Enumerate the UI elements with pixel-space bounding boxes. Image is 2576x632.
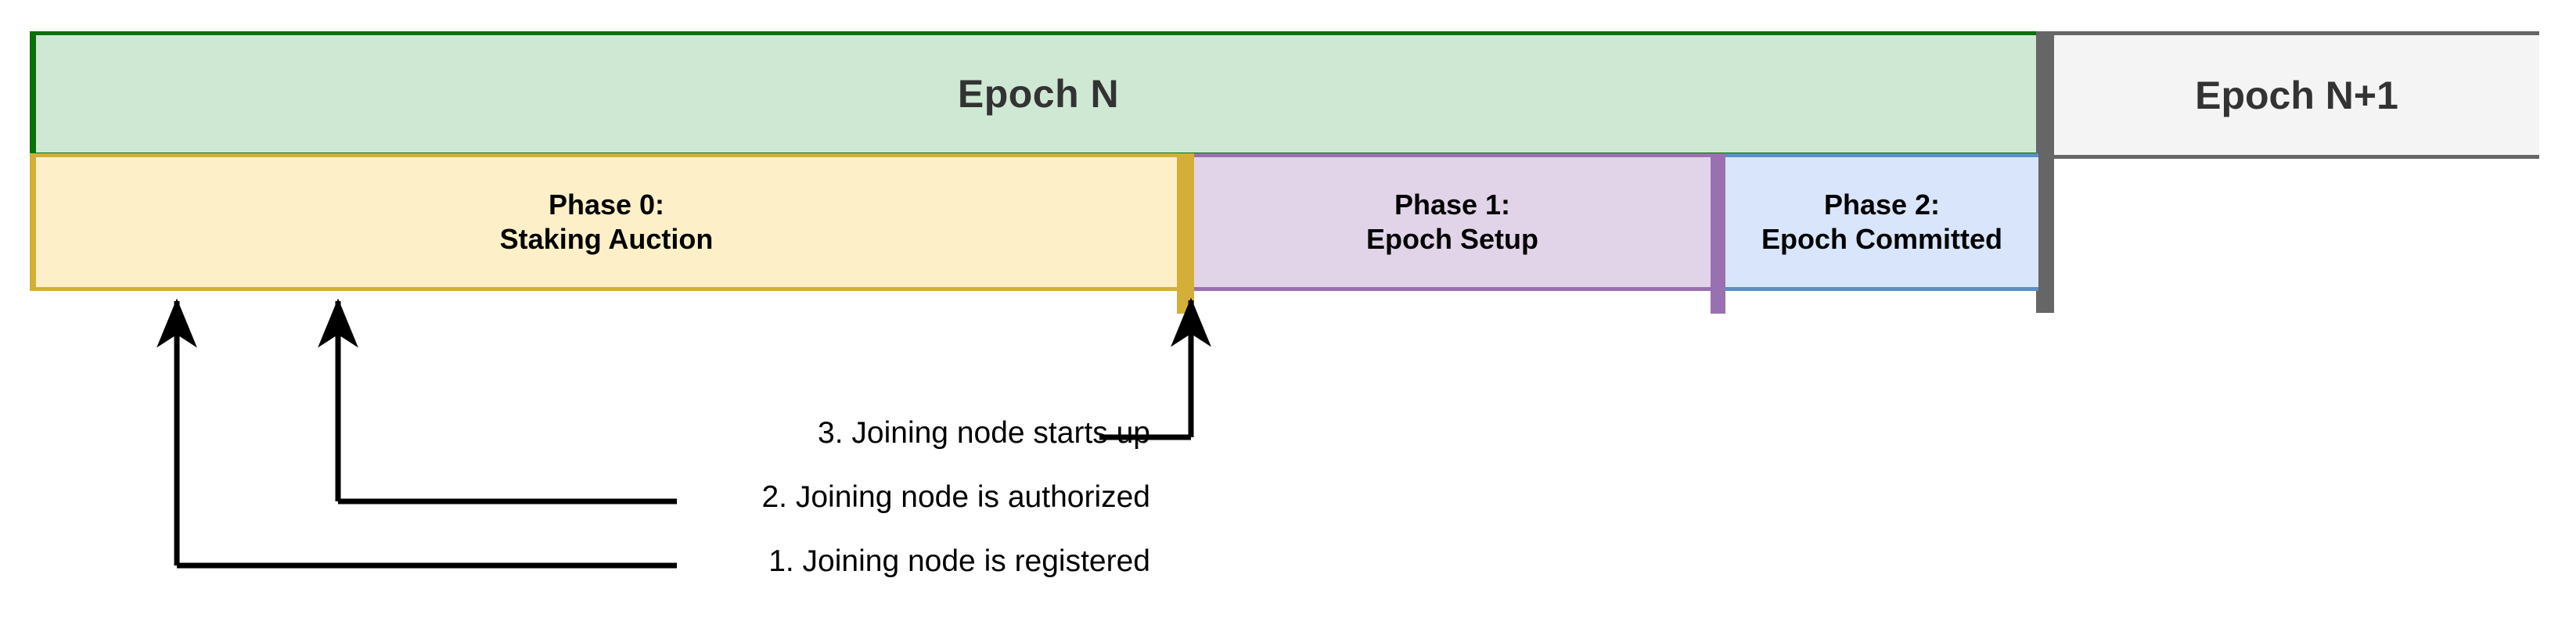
epoch-n-plus-1-label: Epoch N+1 <box>2195 73 2398 117</box>
phase-1-end-marker <box>1711 153 1725 314</box>
phase-2-subtitle: Epoch Committed <box>1761 223 2002 255</box>
phase-1-box: Phase 1: Epoch Setup <box>1194 153 1711 291</box>
epoch-n-label: Epoch N <box>957 72 1120 116</box>
annotation-3-label: 3. Joining node starts up <box>818 416 1150 450</box>
epoch-boundary-marker <box>2036 31 2054 313</box>
epoch-n-plus-1-box: Epoch N+1 <box>2054 31 2539 159</box>
phase-0-end-marker <box>1177 153 1194 314</box>
phase-0-box: Phase 0: Staking Auction <box>36 153 1177 291</box>
phase-1-subtitle: Epoch Setup <box>1365 223 1538 255</box>
annotation-2-label: 2. Joining node is authorized <box>761 480 1150 514</box>
phase-2-box: Phase 2: Epoch Committed <box>1725 153 2038 291</box>
phase-0-subtitle: Staking Auction <box>499 223 714 255</box>
phase-2-title: Phase 2: <box>1823 189 1941 221</box>
phase-0-title: Phase 0: <box>548 189 665 221</box>
phase-1-title: Phase 1: <box>1394 189 1511 221</box>
connector-annotation-2 <box>318 298 677 505</box>
epoch-n-box: Epoch N <box>36 31 2041 156</box>
annotation-1-label: 1. Joining node is registered <box>768 544 1150 578</box>
